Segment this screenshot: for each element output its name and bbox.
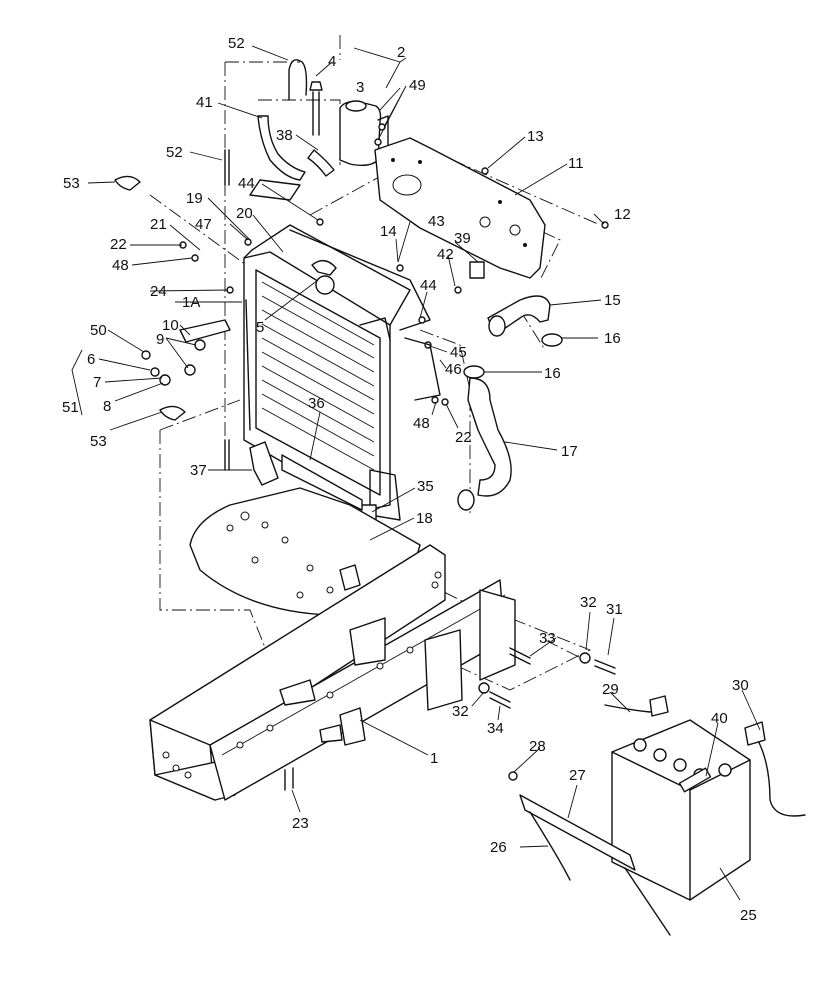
radiator-cap: [311, 260, 337, 276]
callout-53: 53: [63, 175, 80, 192]
callout-44: 44: [238, 175, 255, 192]
callout-24: 24: [150, 283, 167, 300]
callout-36: 36: [308, 395, 325, 412]
callout-52: 52: [166, 144, 183, 161]
callout-50: 50: [90, 322, 107, 339]
callout-53: 53: [90, 433, 107, 450]
callout-9: 9: [156, 331, 164, 348]
callout-49: 49: [409, 77, 426, 94]
reservoir-tank-group: [249, 59, 389, 201]
callout-19: 19: [186, 190, 203, 207]
callout-1: 1: [430, 750, 438, 767]
callout-41: 41: [196, 94, 213, 111]
breather-hose: [288, 59, 308, 101]
callout-30: 30: [732, 677, 749, 694]
leader-lines: [71, 45, 761, 901]
drain-fittings: [114, 149, 231, 471]
support-plate: [189, 487, 421, 616]
callout-18: 18: [416, 510, 433, 527]
fasteners: [179, 123, 609, 406]
filler-cap: [309, 81, 323, 91]
callout-15: 15: [604, 292, 621, 309]
callout-42: 42: [437, 246, 454, 263]
callout-2: 2: [397, 44, 405, 61]
callout-22: 22: [110, 236, 127, 253]
fan-shroud: [289, 137, 546, 331]
callout-16: 16: [544, 365, 561, 382]
callout-3: 3: [356, 79, 364, 96]
callout-44: 44: [420, 277, 437, 294]
callout-35: 35: [417, 478, 434, 495]
callout-6: 6: [87, 351, 95, 368]
callout-20: 20: [236, 205, 253, 222]
callout-17: 17: [561, 443, 578, 460]
callout-22: 22: [455, 429, 472, 446]
callout-25: 25: [740, 907, 757, 924]
callout-11: 11: [568, 155, 584, 172]
callout-48: 48: [112, 257, 129, 274]
callout-23: 23: [292, 815, 309, 832]
battery-group: [478, 647, 806, 936]
callout-5: 5: [256, 319, 264, 336]
lower-hose: [467, 377, 512, 497]
callout-38: 38: [276, 127, 293, 144]
callout-16: 16: [604, 330, 621, 347]
callout-4: 4: [328, 53, 336, 70]
callout-47: 47: [195, 216, 212, 233]
callout-labels: 52 4 2 3 49 41 38 13 11 52 53 44 12 19 2…: [62, 35, 757, 924]
callout-31: 31: [606, 601, 623, 618]
battery-cable-30: [754, 734, 806, 817]
callout-51: 51: [62, 399, 79, 416]
callout-33: 33: [539, 630, 556, 647]
callout-43: 43: [428, 213, 445, 230]
callout-48: 48: [413, 415, 430, 432]
callout-32: 32: [580, 594, 597, 611]
callout-34: 34: [487, 720, 504, 737]
callout-28: 28: [529, 738, 546, 755]
callout-14: 14: [380, 223, 397, 240]
hose-38: [307, 149, 335, 177]
callout-13: 13: [527, 128, 544, 145]
hold-down-bar: [519, 794, 636, 871]
callout-27: 27: [569, 767, 586, 784]
callout-29: 29: [602, 681, 619, 698]
callout-46: 46: [445, 361, 462, 378]
callout-40: 40: [711, 710, 728, 727]
callout-7: 7: [93, 374, 101, 391]
callout-26: 26: [490, 839, 507, 856]
main-frame: [149, 544, 516, 801]
callout-8: 8: [103, 398, 111, 415]
callout-52: 52: [228, 35, 245, 52]
hoses: [457, 295, 563, 511]
overflow-hose: [257, 115, 306, 181]
battery-cable-29: [604, 704, 666, 713]
hook-bolt-right: [624, 867, 671, 936]
battery: [611, 719, 751, 901]
callout-10: 10: [162, 317, 179, 334]
callout-45: 45: [450, 344, 467, 361]
callout-12: 12: [614, 206, 631, 223]
callout-32: 32: [452, 703, 469, 720]
callout-1A: 1A: [182, 294, 200, 311]
hook-bolt-left: [529, 811, 571, 881]
callout-39: 39: [454, 230, 471, 247]
callout-37: 37: [190, 462, 207, 479]
callout-21: 21: [150, 216, 167, 233]
